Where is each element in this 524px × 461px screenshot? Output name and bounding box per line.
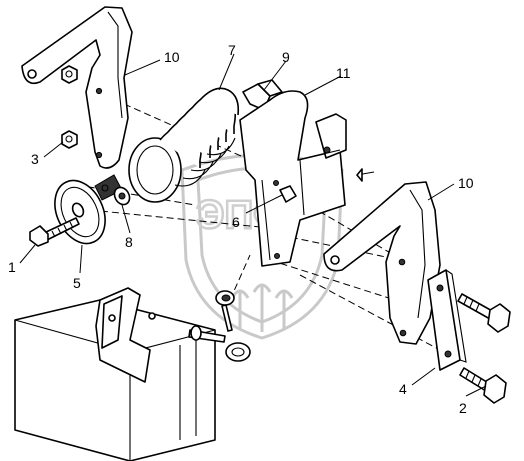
lever-10-left-hole [27, 69, 37, 79]
linch-pin [215, 290, 235, 332]
nut-3-lower [61, 130, 78, 149]
lever-10-left [21, 6, 133, 169]
callout-6: 6 [232, 214, 240, 230]
frame-beam [14, 299, 216, 461]
lever-10-right [323, 181, 441, 345]
lever-10-right-pin [398, 258, 406, 266]
callout-7: 7 [228, 42, 236, 58]
bolt-1 [29, 217, 80, 247]
hitch-pin [188, 325, 251, 362]
nut-8 [94, 174, 131, 206]
callout-10b: 10 [458, 175, 474, 191]
callout-10a: 10 [164, 49, 180, 65]
callout-5: 5 [73, 275, 81, 291]
bolt-2-lower [459, 367, 507, 404]
leader-lines [19, 53, 487, 397]
plate-4 [427, 269, 467, 371]
lever-10-left-pin-lower [95, 151, 103, 159]
callout-labels: 1 2 3 4 5 6 7 8 9 10 10 11 [8, 42, 474, 416]
callout-3: 3 [31, 151, 39, 167]
torsion-spring-7 [128, 87, 240, 203]
callout-9: 9 [282, 49, 290, 65]
callout-4: 4 [399, 381, 407, 397]
callout-2: 2 [459, 400, 467, 416]
lever-10-right-pin-lower [399, 329, 407, 337]
callout-11: 11 [336, 65, 351, 81]
bracket-11 [239, 90, 375, 267]
hitch-bracket [95, 287, 156, 383]
lever-10-right-hole [330, 255, 340, 265]
callout-1: 1 [8, 259, 16, 275]
clip-9 [242, 79, 283, 111]
lever-10-left-pin [95, 87, 103, 95]
nut-3-upper [61, 65, 78, 84]
bolt-2-upper [457, 293, 511, 333]
callout-8: 8 [125, 234, 133, 250]
bushing-6 [279, 185, 297, 203]
direction-arrow [356, 168, 363, 182]
